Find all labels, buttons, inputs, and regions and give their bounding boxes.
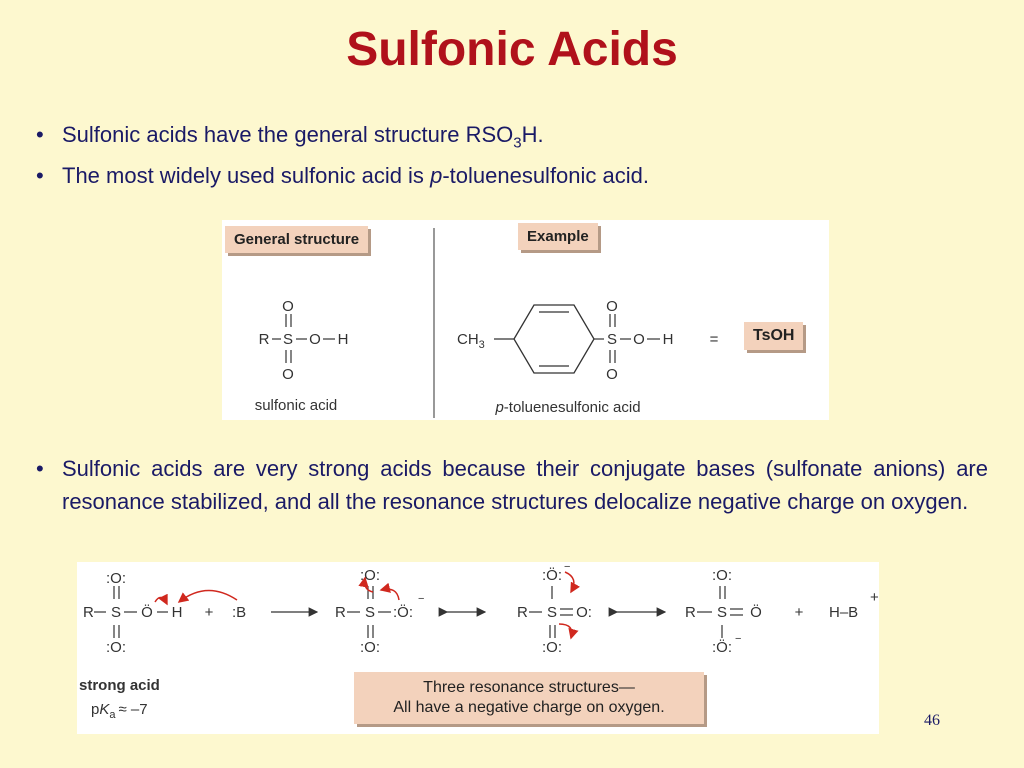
svg-text:−: −: [418, 593, 424, 605]
equals-sign: =: [710, 331, 719, 348]
svg-text:S: S: [607, 331, 617, 348]
general-structure-label: General structure: [225, 226, 369, 253]
bullet-toluenesulfonic: The most widely used sulfonic acid is p-…: [36, 159, 988, 192]
bullet-general-structure: Sulfonic acids have the general structur…: [36, 118, 988, 159]
svg-text:Ö: Ö: [750, 603, 762, 621]
structure-figure: General structure Example TsOH O R S O H…: [222, 220, 829, 420]
svg-text:H: H: [172, 604, 183, 621]
svg-text:O:: O:: [576, 604, 592, 621]
pka-label: pKa≈ –7: [91, 701, 148, 721]
svg-text:R: R: [685, 604, 696, 621]
svg-text:CH3: CH3: [457, 331, 485, 351]
bottom-bullet-list: Sulfonic acids are very strong acids bec…: [36, 452, 988, 518]
svg-text:R: R: [517, 604, 528, 621]
svg-text:−: −: [735, 633, 741, 645]
svg-text::Ö:: :Ö:: [542, 566, 562, 584]
general-sulfonic-acid-structure: O R S O H O: [259, 298, 349, 383]
top-bullet-list: Sulfonic acids have the general structur…: [36, 118, 988, 192]
conjugate-acid: H–B: [829, 604, 858, 621]
svg-text:O: O: [606, 366, 618, 383]
sulfonic-acid-reactant: :O: R S Ö H :O: + :B: [83, 570, 246, 656]
tsoh-box: TsOH: [744, 322, 804, 350]
slide-title: Sulfonic Acids: [346, 23, 678, 76]
svg-text:O: O: [282, 366, 294, 383]
strong-acid-label: strong acid: [79, 677, 160, 694]
svg-text::O:: :O:: [712, 567, 732, 584]
bullet-strong-acids: Sulfonic acids are very strong acids bec…: [36, 452, 988, 518]
svg-text:Ö: Ö: [141, 603, 153, 621]
svg-text:+: +: [795, 604, 804, 621]
svg-text::Ö:: :Ö:: [393, 603, 413, 621]
svg-text::O:: :O:: [106, 570, 126, 587]
svg-text::Ö:: :Ö:: [712, 638, 732, 656]
structure-drawing: O R S O H O sulfonic acid CH3 O: [255, 228, 719, 418]
svg-text:S: S: [365, 604, 375, 621]
svg-text::O:: :O:: [106, 639, 126, 656]
svg-text::O:: :O:: [542, 639, 562, 656]
toluenesulfonic-acid-structure: CH3 O S O H O =: [457, 298, 719, 383]
svg-text:R: R: [83, 604, 94, 621]
svg-text:H: H: [338, 331, 349, 348]
page-number: 46: [924, 712, 940, 729]
svg-text:S: S: [547, 604, 557, 621]
svg-text:S: S: [717, 604, 727, 621]
resonance-structure-1: :O: R S :Ö: − :O:: [335, 567, 424, 656]
svg-text:+: +: [870, 589, 879, 606]
svg-text:O: O: [282, 298, 294, 315]
svg-text:O: O: [633, 331, 645, 348]
svg-text:O: O: [309, 331, 321, 348]
resonance-note-box: Three resonance structures— All have a n…: [354, 672, 704, 724]
example-label: Example: [518, 223, 598, 250]
sulfonic-acid-caption: sulfonic acid: [255, 397, 338, 414]
svg-text:S: S: [283, 331, 293, 348]
toluenesulfonic-caption: p-toluenesulfonic acid: [494, 399, 640, 416]
svg-text:R: R: [259, 331, 270, 348]
svg-text:+: +: [205, 604, 214, 621]
resonance-structure-2: :Ö: − R S O: :O:: [517, 562, 592, 656]
resonance-drawing: :O: R S Ö H :O: + :B :O: R S: [79, 562, 879, 721]
svg-text:S: S: [111, 604, 121, 621]
svg-text::O:: :O:: [360, 639, 380, 656]
resonance-figure: Three resonance structures— All have a n…: [77, 562, 879, 734]
svg-text:O: O: [606, 298, 618, 315]
svg-text::O:: :O:: [360, 567, 380, 584]
resonance-structure-3: :O: R S Ö :Ö: −: [685, 567, 762, 656]
svg-text:H: H: [663, 331, 674, 348]
svg-text:−: −: [564, 562, 570, 573]
base: :B: [232, 604, 246, 621]
svg-text:R: R: [335, 604, 346, 621]
